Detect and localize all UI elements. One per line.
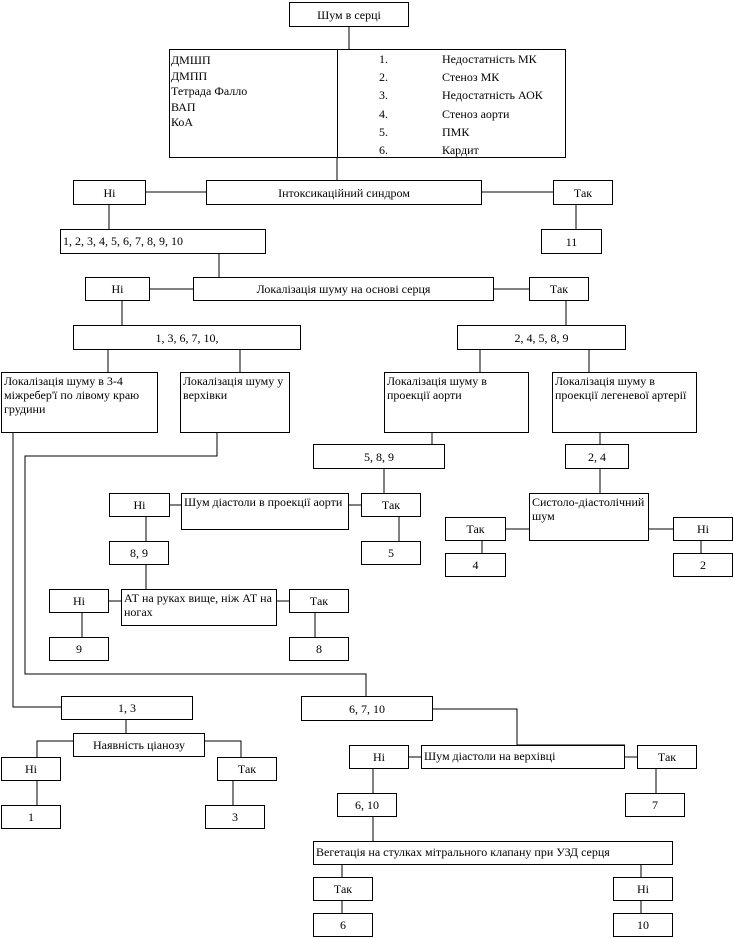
result-6-7-10: 6, 7, 10: [301, 696, 433, 721]
result-1: 1: [1, 805, 61, 829]
group-divider: [337, 49, 338, 158]
result-7: 7: [625, 793, 685, 817]
yes-box: Так: [553, 180, 613, 205]
congenital-item: ДМШП: [171, 53, 211, 67]
no-box: Ні: [1, 757, 61, 781]
acquired-list: 1. Недостатність МК 2. Стеноз МК 3. Недоста…: [338, 50, 564, 159]
base-localization-question: Локалізація шуму на основі серця: [193, 277, 494, 301]
result-2: 2: [673, 553, 733, 577]
no-box: Ні: [109, 493, 170, 517]
yes-box: Так: [529, 277, 589, 301]
item-number: 3.: [379, 88, 388, 103]
acquired-item: 6. Кардит: [338, 141, 564, 159]
systolodiastolic-question: Систоло-діастолічний шум: [529, 493, 649, 541]
congenital-item: ДМПП: [171, 68, 208, 83]
result-2-4: 2, 4: [565, 444, 629, 469]
item-number: 1.: [379, 52, 388, 66]
result-1-3-6-7-10: 1, 3, 6, 7, 10,: [73, 325, 301, 350]
congenital-item: ВАП: [171, 99, 196, 114]
result-1-10: 1, 2, 3, 4, 5, 6, 7, 8, 9, 10: [60, 229, 266, 254]
item-text: Стеноз аорти: [442, 106, 510, 121]
result-8: 8: [289, 637, 349, 661]
loc-apex-question: Локалізація шуму у верхівки: [180, 372, 290, 433]
result-4: 4: [445, 553, 506, 577]
result-3: 3: [205, 805, 265, 829]
result-8-9: 8, 9: [109, 541, 169, 565]
congenital-item: КоА: [171, 115, 194, 129]
item-number: 2.: [379, 70, 388, 85]
bp-arms-vs-legs-question: АТ на руках вище, ніж АТ на ногах: [121, 589, 277, 626]
congenital-item: Тетрада Фалло: [171, 84, 248, 98]
acquired-item: 1. Недостатність МК: [338, 50, 564, 68]
no-box: Ні: [73, 180, 146, 205]
acquired-item: 2. Стеноз МК: [338, 68, 564, 86]
loc-3-4-intercostal-question: Локалізація шуму в 3-4 міжребер'ї по лів…: [1, 372, 158, 433]
yes-box: Так: [445, 517, 506, 541]
result-5: 5: [361, 541, 421, 565]
cyanosis-question: Наявність ціанозу: [73, 733, 205, 757]
no-box: Ні: [673, 517, 733, 541]
item-text: Кардит: [442, 142, 479, 157]
result-9: 9: [49, 637, 109, 661]
diastole-aorta-question: Шум діастоли в проекції аорти: [181, 493, 349, 530]
result-5-8-9: 5, 8, 9: [313, 444, 445, 469]
item-number: 4.: [379, 106, 388, 121]
no-box: Ні: [349, 745, 409, 769]
loc-pulmonary-question: Локалізація шуму в проекції легеневої ар…: [552, 372, 697, 433]
no-box: Ні: [613, 877, 673, 901]
vegetation-echo-question: Вегетація на стулках мітрального клапану…: [313, 841, 673, 865]
loc-aorta-question: Локалізація шуму в проекції аорти: [384, 372, 529, 433]
result-11: 11: [541, 229, 602, 254]
title-text: Шум в серці: [317, 7, 381, 22]
disease-group-box: [169, 49, 566, 158]
item-text: Стеноз МК: [442, 70, 500, 85]
acquired-item: 4. Стеноз аорти: [338, 105, 564, 123]
diastole-apex-question: Шум діастоли на верхівці: [421, 745, 625, 769]
item-number: 5.: [379, 124, 388, 139]
yes-box: Так: [361, 493, 421, 517]
intoxication-question: Інтоксикаційний синдром: [206, 180, 482, 205]
item-number: 6.: [379, 142, 388, 157]
yes-box: Так: [289, 589, 349, 613]
result-1-3: 1, 3: [61, 696, 193, 720]
result-6-10: 6, 10: [337, 793, 397, 817]
yes-box: Так: [313, 877, 373, 901]
acquired-item: 3. Недостатність АОК: [338, 86, 564, 104]
no-box: Ні: [49, 589, 109, 613]
congenital-list: ДМШП ДМПП Тетрада Фалло ВАП КоА: [171, 53, 331, 131]
no-box: Ні: [85, 277, 150, 301]
item-text: Недостатність АОК: [442, 88, 543, 103]
result-6: 6: [313, 913, 373, 937]
yes-box: Так: [637, 745, 697, 769]
item-text: Недостатність МК: [442, 52, 537, 66]
yes-box: Так: [217, 757, 277, 781]
result-10: 10: [613, 913, 673, 937]
result-2-4-5-8-9: 2, 4, 5, 8, 9: [457, 325, 626, 350]
acquired-item: 5. ПМК: [338, 123, 564, 141]
item-text: ПМК: [442, 124, 470, 139]
title-box: Шум в серці: [289, 2, 409, 27]
